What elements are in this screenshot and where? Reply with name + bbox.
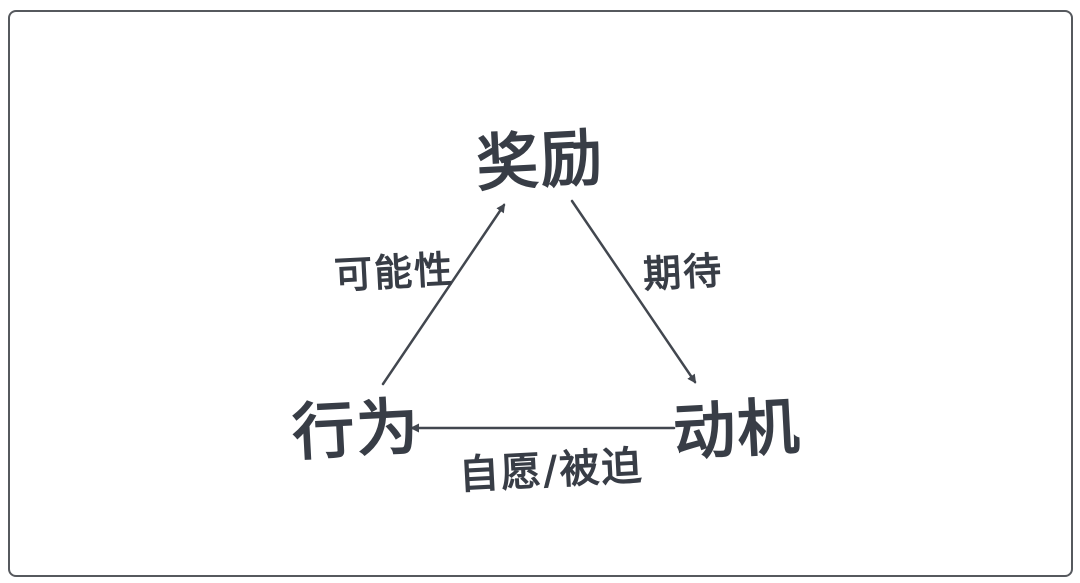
arrow-reward-to-motivation — [570, 199, 697, 384]
edge-label-expectation: 期待 — [642, 248, 725, 297]
edge-label-possibility: 可能性 — [333, 247, 456, 298]
edge-label-voluntary-forced: 自愿/被迫 — [457, 443, 645, 499]
node-behavior: 行为 — [290, 389, 423, 470]
arrow-behavior-to-reward — [381, 203, 506, 386]
node-motivation: 动机 — [671, 389, 804, 470]
node-reward: 奖励 — [474, 120, 607, 201]
